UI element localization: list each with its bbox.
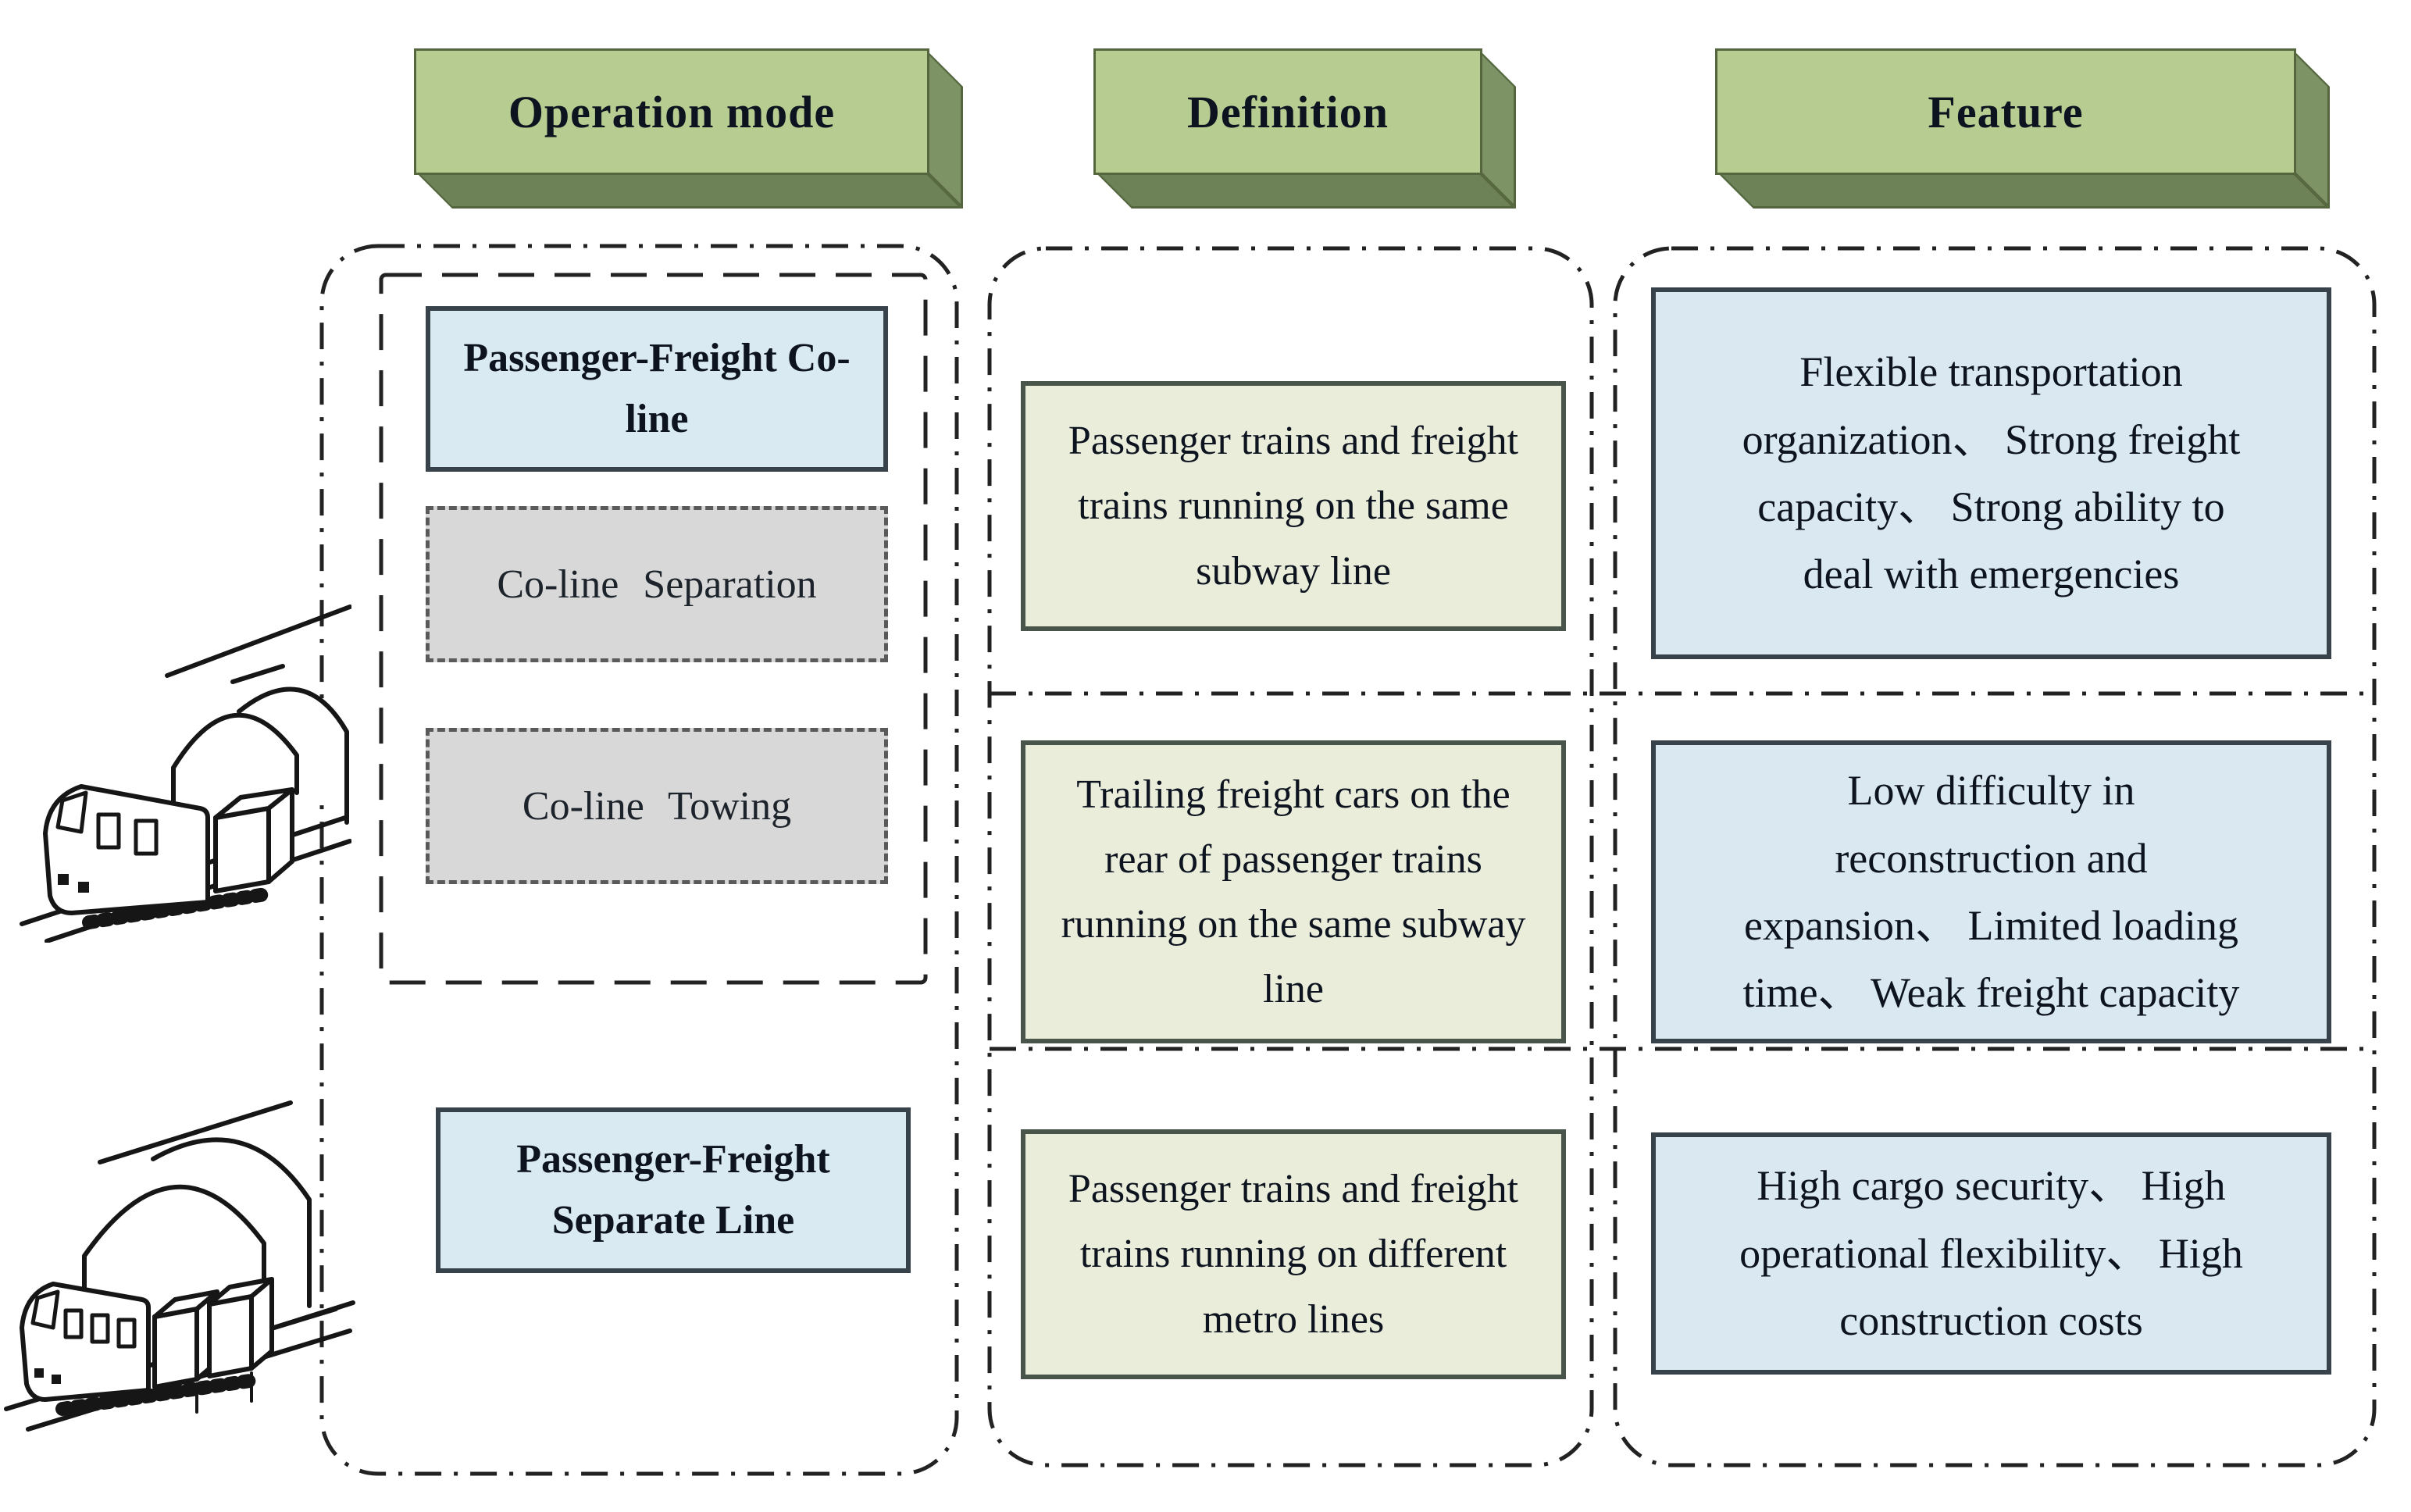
definition-box-separate-line: Passenger trains and freight trains runn…	[1021, 1129, 1566, 1379]
mode-box-co-line-separation: Co-line Separation	[426, 506, 888, 662]
operation-mode-column-outline	[319, 244, 959, 1476]
mode-box-co-line-towing: Co-line Towing	[426, 728, 888, 884]
feature-separate-line-text: High cargo security、 High operational fl…	[1739, 1162, 2243, 1345]
feature-column-outline	[1613, 246, 2377, 1467]
definition-co-line-towing-text: Trailing freight cars on the rear of pas…	[1061, 772, 1526, 1012]
definition-separate-line-text: Passenger trains and freight trains runn…	[1068, 1167, 1519, 1342]
definition-co-line-text: Passenger trains and freight trains runn…	[1068, 419, 1519, 594]
feature-co-line-towing-text: Low difficulty in reconstruction and exp…	[1742, 767, 2240, 1017]
mode-box-co-line-label: Passenger-Freight Co-line	[463, 336, 851, 441]
definition-box-co-line: Passenger trains and freight trains runn…	[1021, 381, 1566, 631]
mode-box-co-line-towing-label: Co-line Towing	[522, 783, 792, 829]
mode-box-co-line-separation-label: Co-line Separation	[497, 562, 817, 607]
feature-box-co-line-towing: Low difficulty in reconstruction and exp…	[1651, 740, 2331, 1043]
feature-co-line-text: Flexible transportation organization、 St…	[1742, 348, 2241, 598]
mode-box-separate-line-label: Passenger-Freight Separate Line	[516, 1137, 830, 1243]
header-definition-label: Definition	[1186, 86, 1389, 137]
header-operation-mode-label: Operation mode	[508, 86, 836, 137]
header-feature: Feature	[1715, 48, 2296, 175]
mode-box-co-line: Passenger-Freight Co-line	[426, 306, 888, 472]
feature-box-separate-line: High cargo security、 High operational fl…	[1651, 1132, 2331, 1375]
co-line-train-tunnel-sketch-icon	[20, 604, 351, 943]
mode-box-separate-line: Passenger-Freight Separate Line	[436, 1107, 911, 1273]
feature-box-co-line: Flexible transportation organization、 St…	[1651, 287, 2331, 659]
definition-box-co-line-towing: Trailing freight cars on the rear of pas…	[1021, 740, 1566, 1043]
header-feature-label: Feature	[1928, 86, 2084, 137]
co-line-group-outline	[379, 273, 928, 985]
header-operation-mode: Operation mode	[414, 48, 929, 175]
definition-column-outline	[987, 246, 1594, 1467]
separate-line-train-tunnel-sketch-icon	[4, 1100, 355, 1432]
header-definition: Definition	[1093, 48, 1482, 175]
